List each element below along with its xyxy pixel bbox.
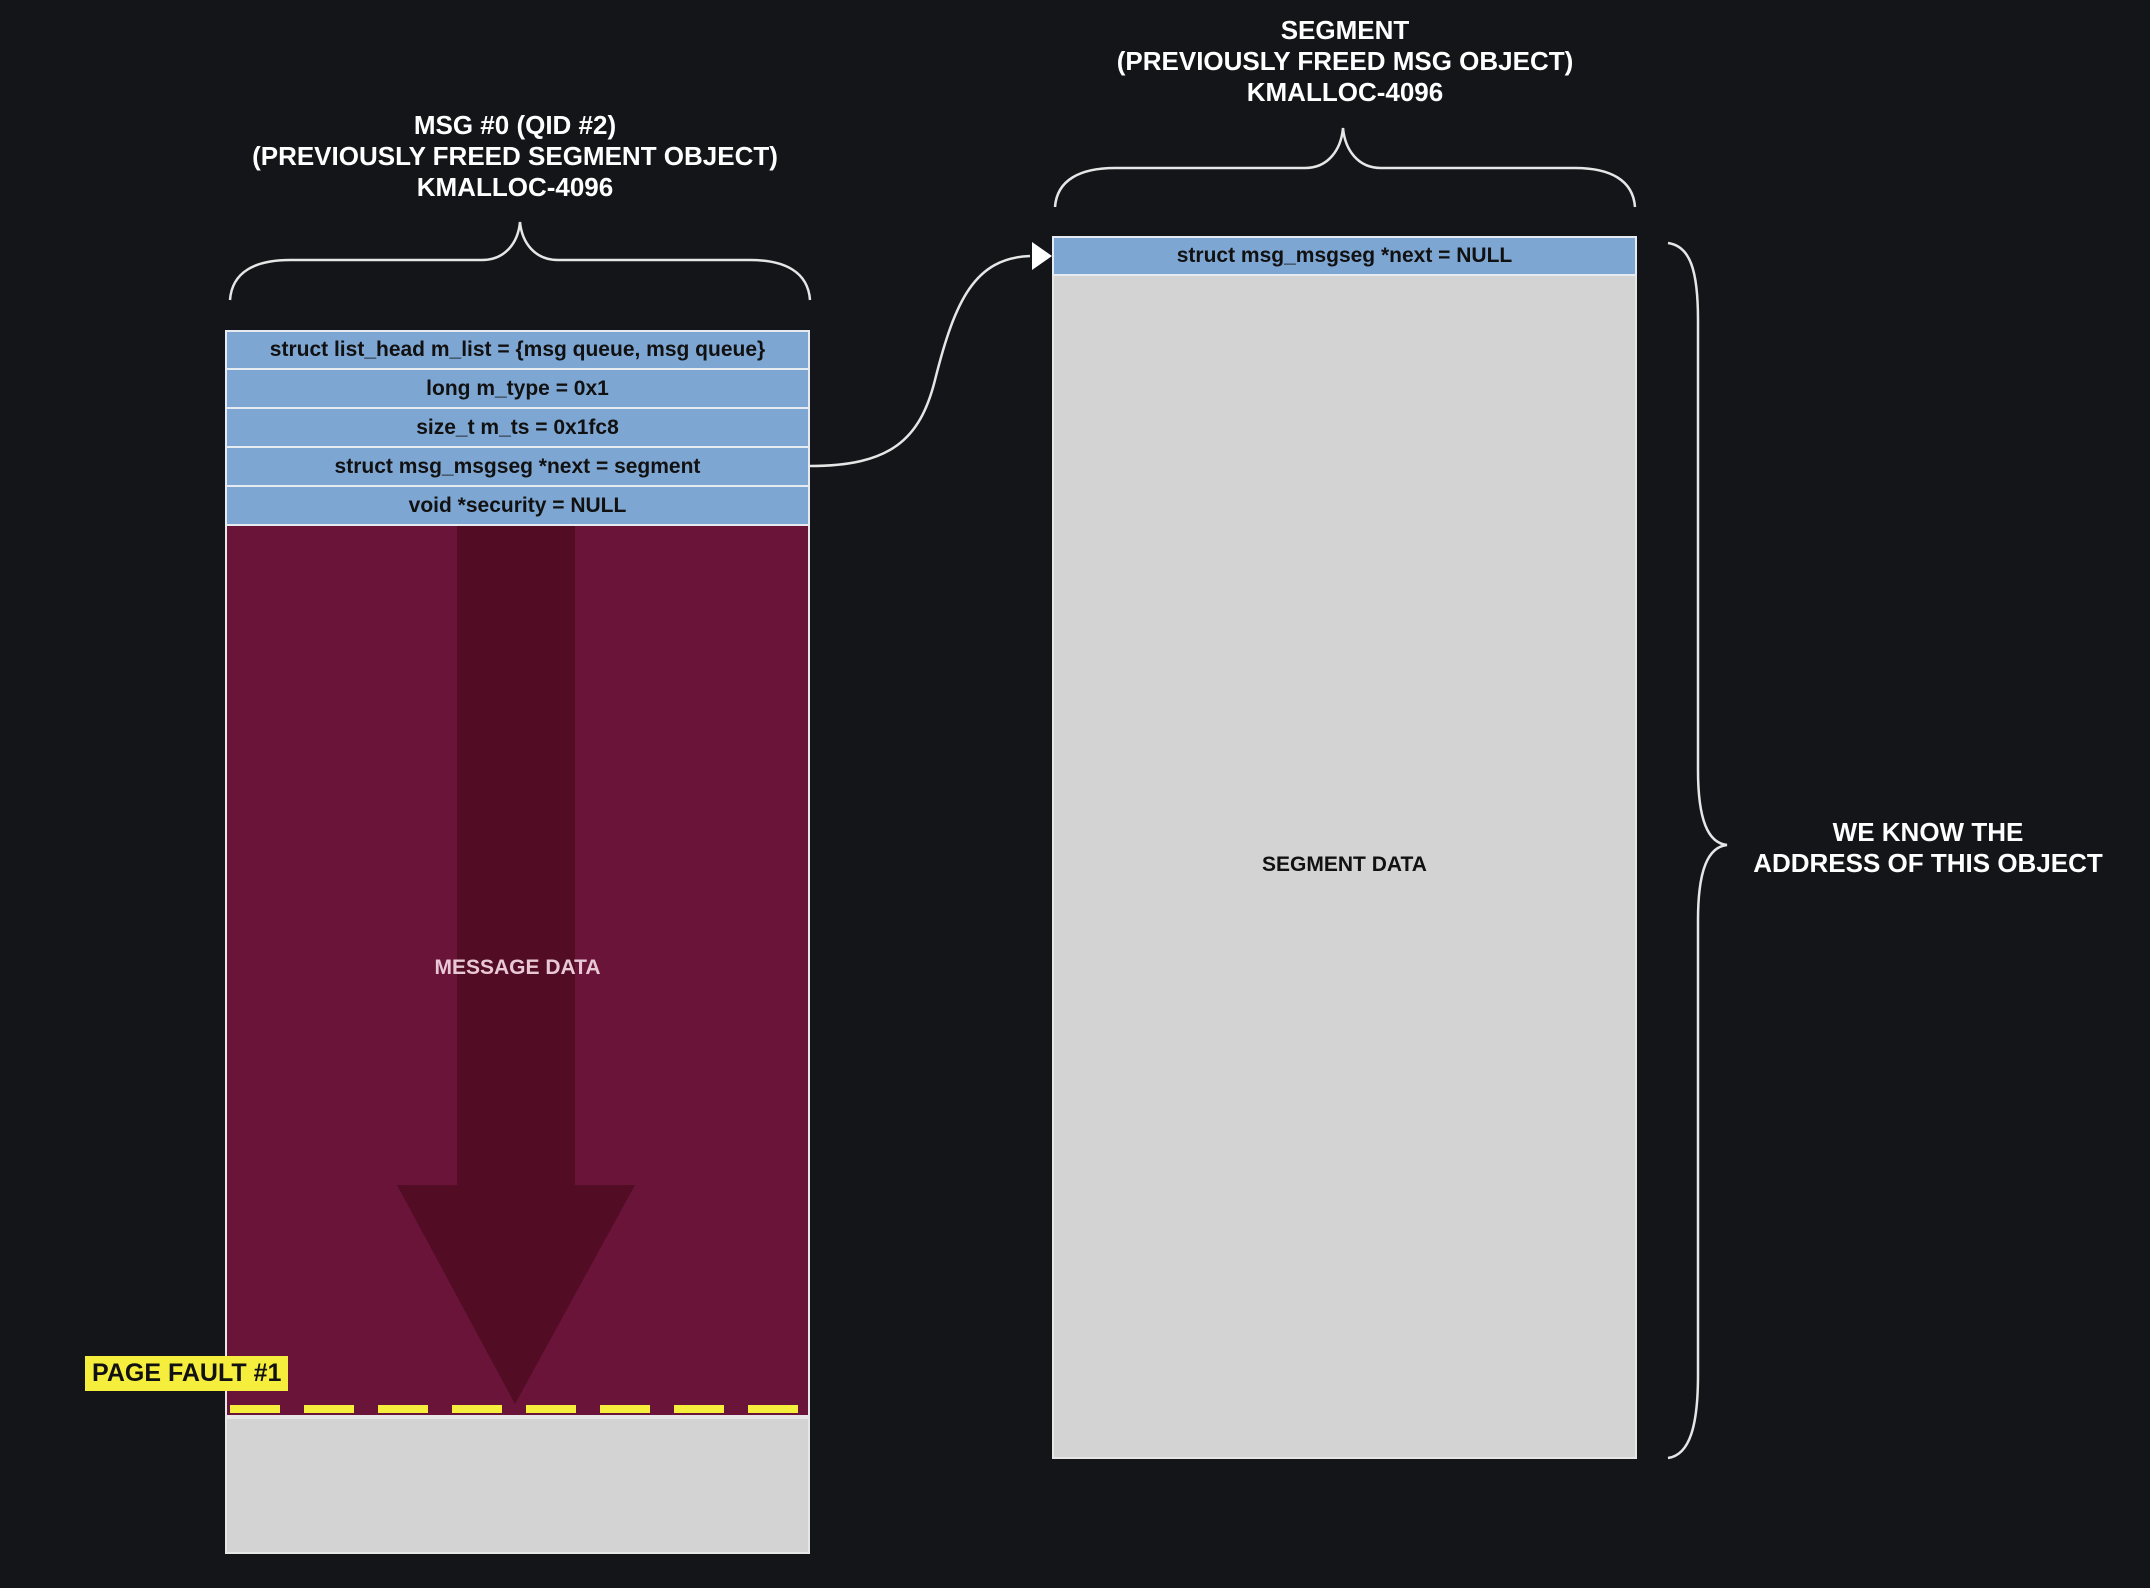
msg-title-line-1: MSG #0 (QID #2) bbox=[413, 110, 617, 140]
msg-field-m-list: struct list_head m_list = {msg queue, ms… bbox=[225, 330, 810, 370]
note-line-1: WE KNOW THE bbox=[1832, 817, 2024, 847]
segment-title-line-3: KMALLOC-4096 bbox=[1246, 77, 1444, 107]
copy-direction-arrow bbox=[397, 526, 635, 1404]
segment-object-title: SEGMENT (PREVIOUSLY FREED MSG OBJECT) KM… bbox=[1055, 15, 1635, 108]
segment-data-region bbox=[1052, 274, 1637, 1459]
msg-unused-region bbox=[225, 1417, 810, 1554]
msg-title-line-2: (PREVIOUSLY FREED SEGMENT OBJECT) bbox=[252, 141, 778, 171]
msg-field-m-type: long m_type = 0x1 bbox=[225, 368, 810, 409]
msg-object-brace bbox=[228, 221, 812, 301]
msg-field-next: struct msg_msgseg *next = segment bbox=[225, 446, 810, 487]
segment-object-brace bbox=[1053, 127, 1637, 208]
segment-title-line-1: SEGMENT bbox=[1280, 15, 1410, 45]
msg-field-security: void *security = NULL bbox=[225, 485, 810, 526]
note-line-2: ADDRESS OF THIS OBJECT bbox=[1753, 848, 2103, 878]
segment-title-line-2: (PREVIOUSLY FREED MSG OBJECT) bbox=[1116, 46, 1574, 76]
message-data-label: MESSAGE DATA bbox=[434, 956, 601, 979]
address-known-note: WE KNOW THE ADDRESS OF THIS OBJECT bbox=[1728, 817, 2128, 879]
next-pointer-connector bbox=[809, 254, 1031, 468]
msg-title-line-3: KMALLOC-4096 bbox=[416, 172, 614, 202]
segment-address-brace bbox=[1667, 241, 1728, 1460]
msg-object-title: MSG #0 (QID #2) (PREVIOUSLY FREED SEGMEN… bbox=[225, 110, 805, 203]
segment-field-next: struct msg_msgseg *next = NULL bbox=[1052, 236, 1637, 276]
page-fault-badge: PAGE FAULT #1 bbox=[85, 1356, 289, 1391]
segment-data-label: SEGMENT DATA bbox=[1262, 853, 1427, 876]
next-pointer-arrowhead bbox=[1032, 242, 1052, 270]
msg-field-m-ts: size_t m_ts = 0x1fc8 bbox=[225, 407, 810, 448]
